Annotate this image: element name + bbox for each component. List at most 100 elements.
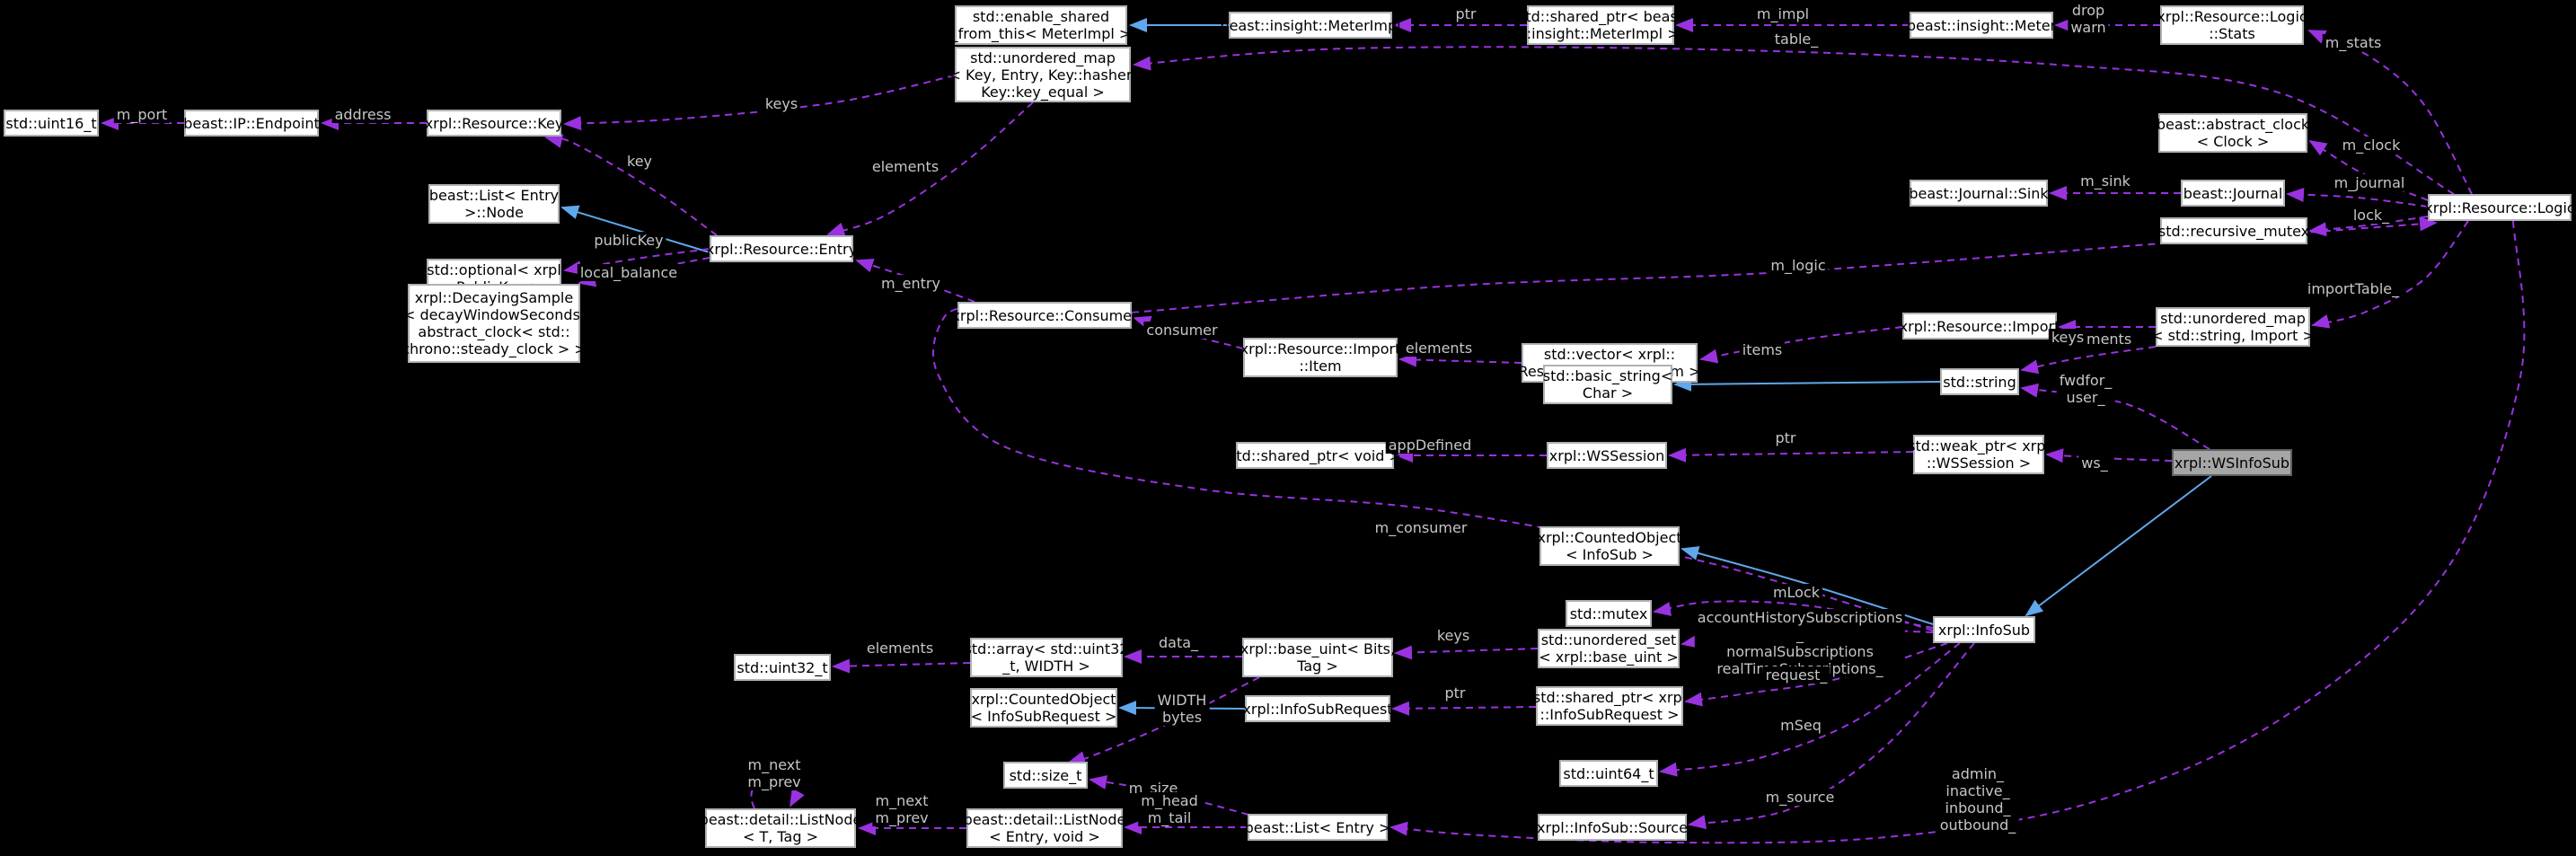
class-node-key[interactable]: xrpl::Resource::Key	[425, 110, 563, 137]
edge-label-weak_ptr_wssession-wssession: ptr	[1772, 429, 1799, 446]
class-node-list_entry[interactable]: beast::List< Entry >	[1244, 814, 1391, 841]
class-node-map_key_entry[interactable]: std::unordered_map< Key, Entry, Key::has…	[949, 47, 1136, 102]
edge-label-import-vector_item: items	[1739, 341, 1786, 358]
class-node-label: std::string	[1943, 373, 2016, 391]
class-node-weak_ptr_wssession[interactable]: std::weak_ptr< xrpl::WSSession >	[1908, 435, 2050, 474]
class-node-label: ::Item	[1299, 357, 1342, 375]
edge-base_uint-size_t	[1067, 676, 1260, 765]
class-node-label: chrono::steady_clock > >	[401, 340, 587, 357]
edge-logic-journal	[2286, 187, 2429, 207]
class-node-listnode_t_tag[interactable]: beast::detail::ListNode< T, Tag >	[700, 808, 861, 848]
class-node-label: < InfoSub >	[1566, 546, 1654, 563]
class-node-wssession[interactable]: xrpl::WSSession	[1547, 442, 1667, 469]
class-node-label: xrpl::CountedObject	[971, 691, 1116, 708]
edge-label-meter-shared_ptr_meterimpl: m_impl	[1753, 5, 1813, 22]
class-node-unordered_set[interactable]: std::unordered_set< xrpl::base_uint >	[1538, 629, 1680, 668]
class-node-label: < Clock >	[2196, 133, 2270, 150]
edge-label-entry-decaying: local_balance	[577, 264, 681, 281]
edge-infosub-uint64	[1659, 642, 1961, 777]
class-node-counted_infosub[interactable]: xrpl::CountedObject< InfoSub >	[1537, 526, 1682, 566]
class-node-shared_ptr_infosubrequest[interactable]: std::shared_ptr< xrpl::InfoSubRequest >	[1532, 686, 1687, 726]
class-node-label: Char >	[1582, 384, 1634, 402]
class-node-counted_infosubrequest[interactable]: xrpl::CountedObject< InfoSubRequest >	[970, 688, 1117, 728]
class-node-basic_string[interactable]: std::basic_string<Char >	[1543, 365, 1672, 404]
class-node-size_t[interactable]: std::size_t	[1003, 762, 1088, 789]
class-node-listnode_entry_void[interactable]: beast::detail::ListNode< Entry, void >	[963, 808, 1126, 848]
class-node-uint32[interactable]: std::uint32_t	[734, 654, 831, 681]
class-node-list_entry_node[interactable]: beast::List< Entry>::Node	[428, 184, 560, 224]
class-node-label: xrpl::Resource::Logic	[2424, 199, 2575, 216]
edge-label-logic-recursive_mutex: lock_	[2350, 207, 2393, 224]
class-node-label: beast::detail::ListNode	[963, 811, 1126, 828]
class-node-consumer[interactable]: xrpl::Resource::Consumer	[951, 302, 1138, 329]
class-node-map_string_import[interactable]: std::unordered_map< std::string, Import …	[2151, 307, 2315, 347]
edge-import-vector_item	[1699, 326, 1903, 364]
class-node-shared_ptr_meterimpl[interactable]: std::shared_ptr< beast::insight::MeterIm…	[1518, 5, 1683, 45]
edge-string-basic_string	[1673, 376, 1941, 392]
class-node-string[interactable]: std::string	[1940, 368, 2019, 395]
class-node-label: std::unordered_map	[970, 49, 1116, 66]
class-node-label: ::InfoSubRequest >	[1539, 706, 1680, 723]
class-node-base_uint[interactable]: xrpl::base_uint< Bits,Tag >	[1239, 638, 1396, 677]
edge-entry-key	[544, 134, 718, 236]
class-node-label: beast::List< Entry >	[1244, 818, 1391, 836]
class-node-entry[interactable]: xrpl::Resource::Entry	[706, 235, 857, 262]
edge-wsinfosub-infosub	[2025, 475, 2212, 617]
edge-logic-stats	[2307, 30, 2473, 195]
edge-label-unordered_set-base_uint: keys	[1434, 627, 1473, 644]
class-node-label: xrpl::Resource::Import	[1239, 340, 1401, 357]
class-node-infosub_source[interactable]: xrpl::InfoSub::Source	[1537, 814, 1688, 841]
class-node-uint64[interactable]: std::uint64_t	[1559, 760, 1658, 787]
class-node-label: std::weak_ptr< xrpl	[1908, 437, 2050, 454]
class-node-journal[interactable]: beast::Journal	[2181, 180, 2285, 207]
class-node-shared_ptr_void[interactable]: std::shared_ptr< void >	[1229, 442, 1401, 469]
class-node-abstract_clock[interactable]: beast::abstract_clock< Clock >	[2157, 113, 2309, 153]
class-node-label: std::shared_ptr< xrpl	[1532, 689, 1687, 706]
edge-map_string_import-string	[2020, 346, 2157, 375]
class-node-label: xrpl::base_uint< Bits,	[1239, 640, 1396, 657]
edge-unordered_set-base_uint	[1394, 645, 1539, 660]
class-node-enable_shared_meterimpl[interactable]: std::enable_shared_from_this< MeterImpl …	[951, 5, 1131, 45]
class-node-label: < Key, Entry, Key::hasher,	[948, 66, 1137, 84]
class-node-label: beast::detail::ListNode	[699, 811, 862, 828]
edge-map_key_entry-entry	[826, 101, 1034, 236]
class-node-infosub[interactable]: xrpl::InfoSub	[1933, 616, 2035, 643]
edge-label-logic-stats: m_stats	[2322, 34, 2385, 51]
class-node-endpoint[interactable]: beast::IP::Endpoint	[183, 110, 320, 137]
class-node-decaying[interactable]: xrpl::DecayingSample< decayWindowSeconds…	[401, 284, 587, 363]
edge-logic-map_string_import	[2311, 220, 2469, 329]
edge-label-infosub-shared_ptr_infosubrequest: request_	[1762, 666, 1831, 684]
edge-label-map_key_entry-entry: elements	[869, 158, 942, 175]
class-node-meterimpl[interactable]: beast::insight::MeterImpl	[1220, 12, 1401, 39]
edge-logic-map_key_entry	[1133, 46, 2455, 195]
class-node-infosubrequest[interactable]: xrpl::InfoSubRequest	[1242, 695, 1393, 722]
class-node-mutex[interactable]: std::mutex	[1566, 600, 1652, 627]
edge-label-infosub-unordered_set: accountHistorySubscriptions_normalSubscr…	[1694, 609, 1906, 677]
class-node-recursive_mutex[interactable]: std::recursive_mutex	[2157, 217, 2310, 244]
class-node-label: xrpl::DecayingSample	[414, 289, 574, 306]
edge-label-infosub-mutex: mLock	[1769, 584, 1823, 601]
class-node-array_uint32[interactable]: std::array< std::uint32_t, WIDTH >	[965, 638, 1128, 677]
class-node-logic[interactable]: xrpl::Resource::Logic	[2424, 194, 2575, 221]
class-node-label: xrpl::InfoSub	[1937, 621, 2031, 639]
class-node-uint16[interactable]: std::uint16_t	[4, 110, 99, 137]
edge-map_key_entry-key	[563, 75, 956, 131]
class-node-label: xrpl::InfoSub::Source	[1537, 818, 1688, 836]
class-node-label: std::recursive_mutex	[2157, 222, 2310, 240]
edge-label-shared_ptr_infosubrequest-infosubrequest: ptr	[1442, 684, 1469, 702]
class-node-import[interactable]: xrpl::Resource::Import	[1900, 313, 2060, 340]
class-node-journal_sink[interactable]: beast::Journal::Sink	[1909, 180, 2049, 207]
class-node-label: ::WSSession >	[1926, 454, 2032, 472]
class-node-label: beast::List< Entry	[428, 187, 560, 204]
class-node-import_item[interactable]: xrpl::Resource::Import::Item	[1239, 338, 1401, 377]
class-node-label: < std::string, Import >	[2151, 327, 2315, 344]
edge-label-logic-map_string_import: importTable_	[2304, 280, 2403, 297]
class-node-label: < xrpl::base_uint >	[1539, 649, 1679, 666]
edge-infosub-consumer	[932, 302, 1934, 631]
class-node-wsinfosub[interactable]: xrpl::WSInfoSub	[2172, 449, 2292, 476]
edge-label-journal-journal_sink: m_sink	[2078, 172, 2133, 190]
class-node-stats[interactable]: xrpl::Resource::Logic::Stats	[2157, 5, 2307, 45]
class-node-meter[interactable]: beast::insight::Meter	[1907, 12, 2056, 39]
